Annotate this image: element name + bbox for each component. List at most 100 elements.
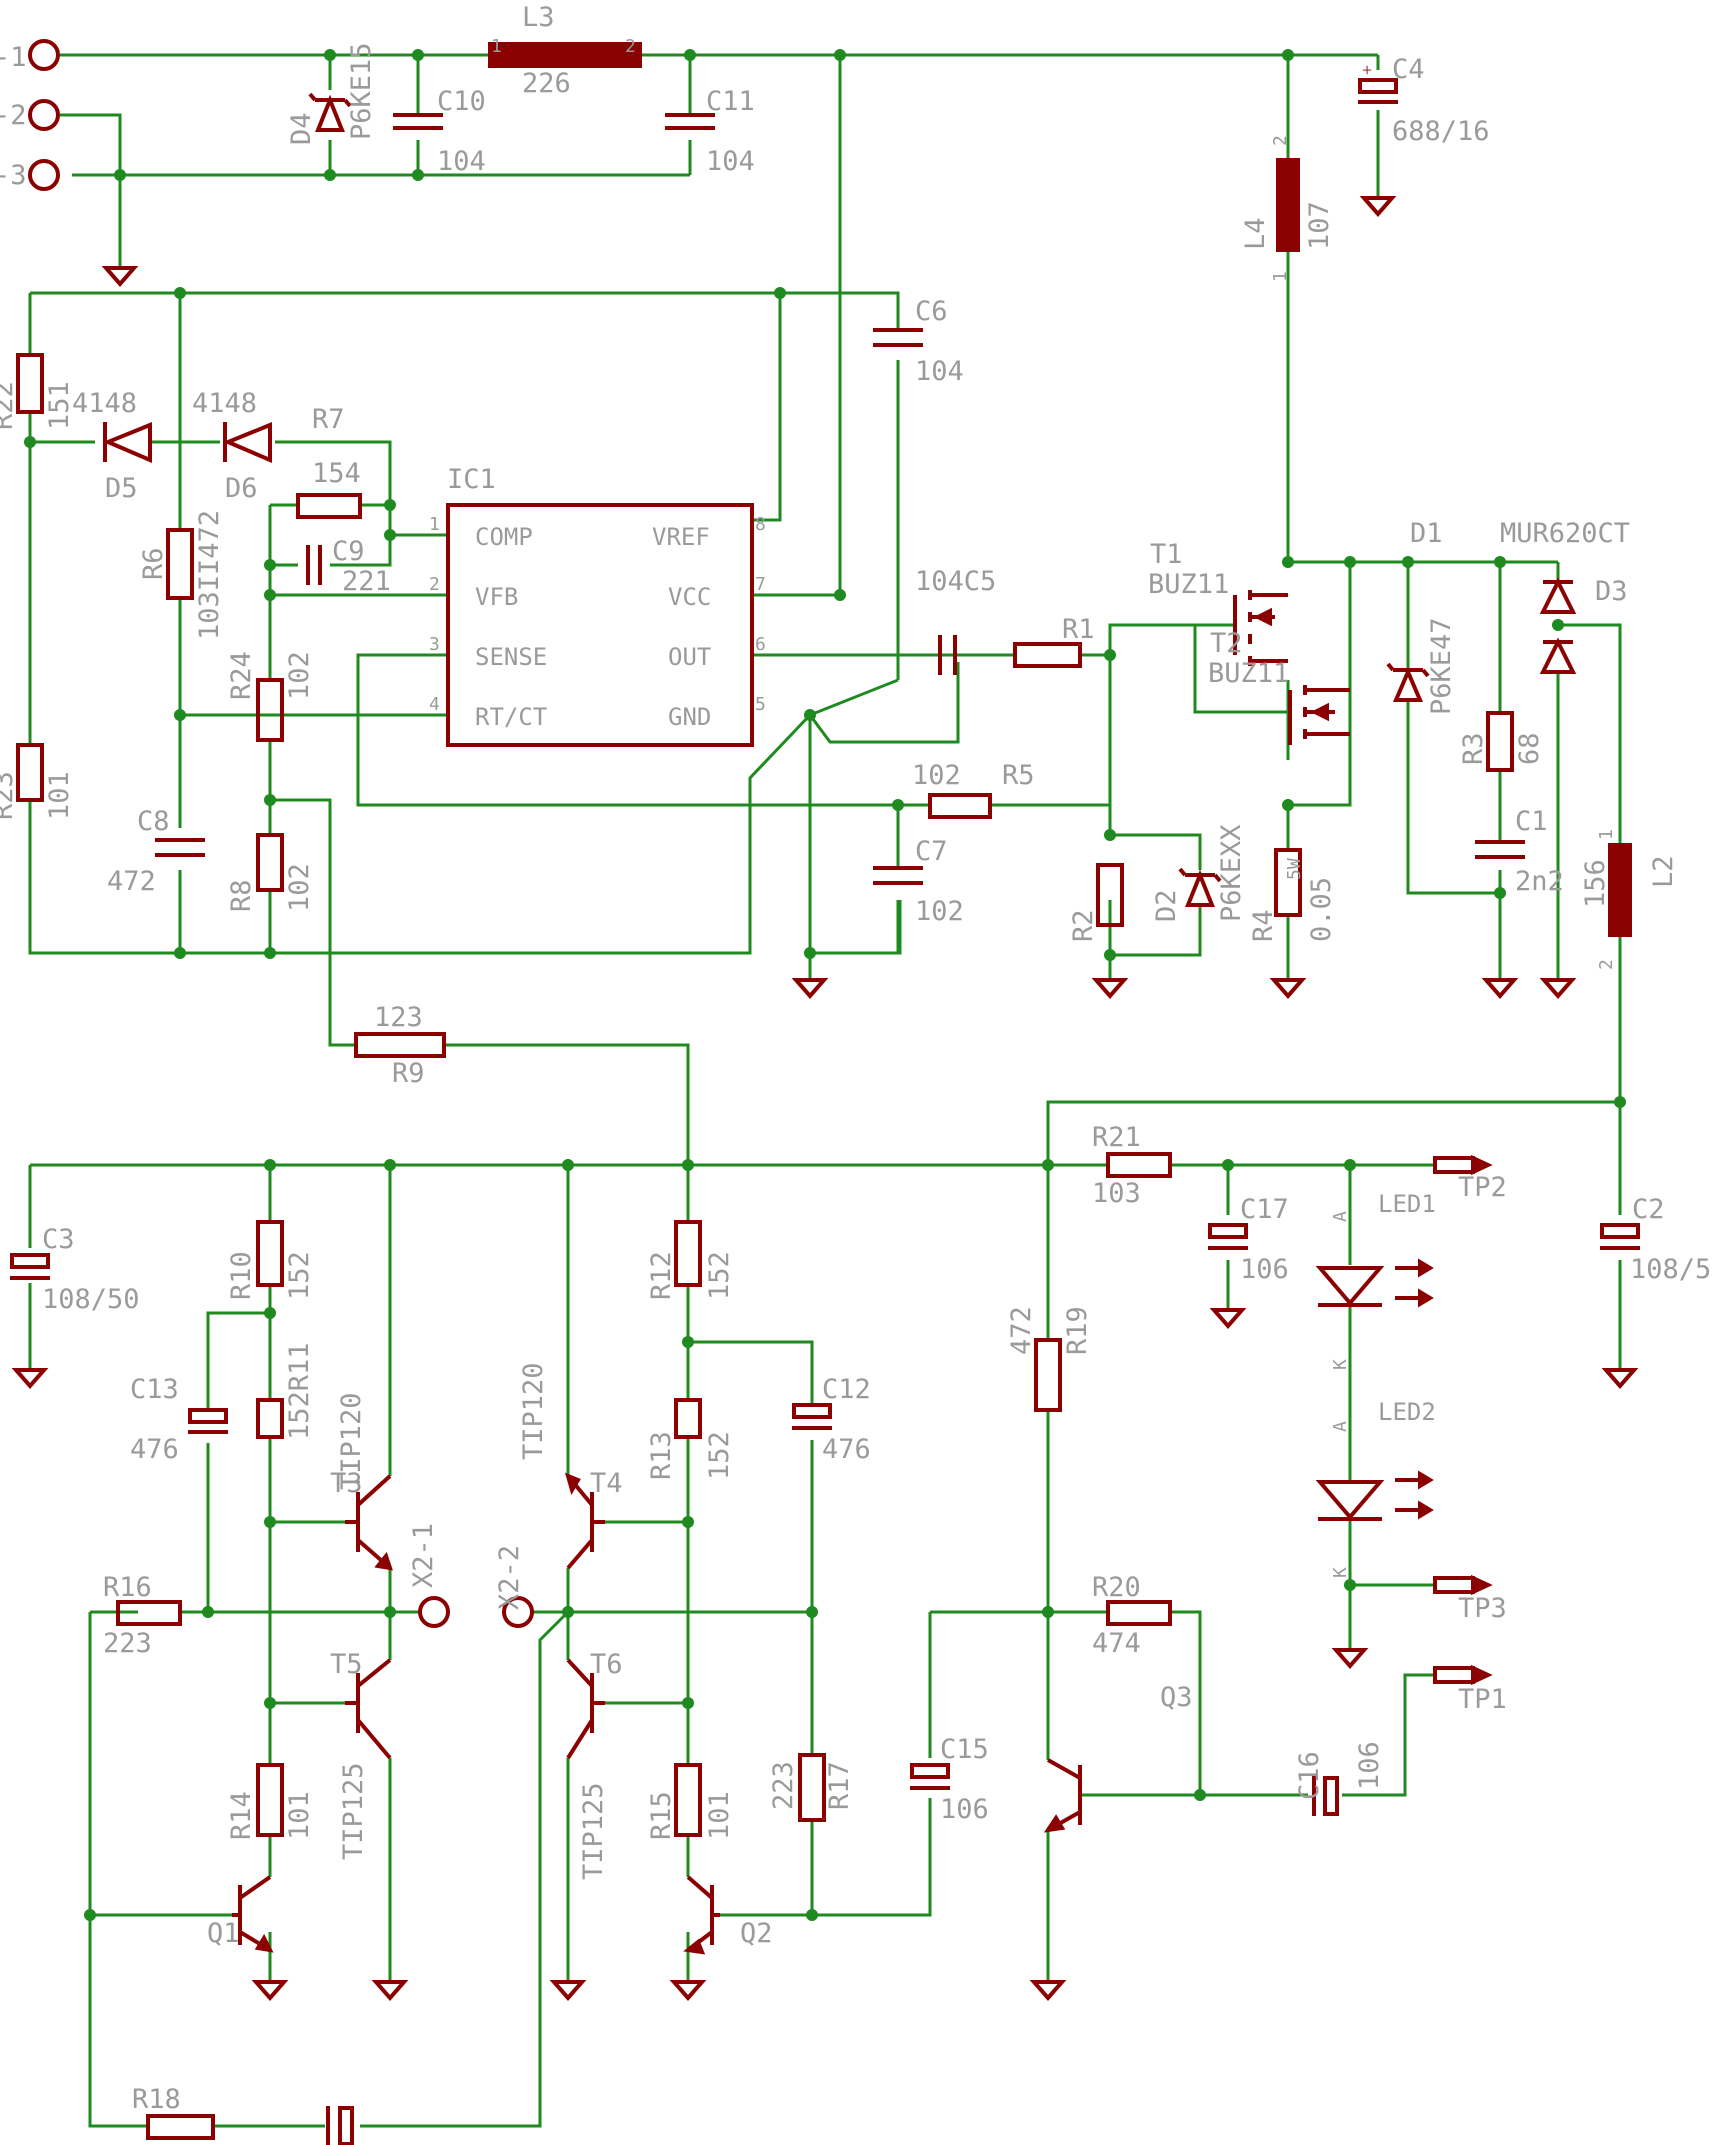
ground-symbol [1029,1980,1067,2002]
schematic-label: R4 [1248,909,1279,942]
schematic-label: 3 [429,634,440,655]
test-point-tp3 [1433,1574,1493,1596]
schematic-label: 4 [429,694,440,715]
resistor-r14 [256,1763,284,1837]
transistor-t6 [566,1658,605,1760]
svg-text:+: + [1362,60,1372,80]
schematic-label: 152R11 [284,1342,315,1440]
resistor-r9 [354,1032,446,1058]
schematic-label: 4148 [192,388,257,419]
labels: -1-2-3L312226C10104C11104C4688/16C610441… [0,2,1711,2115]
resistor-r17 [798,1753,826,1822]
schematic-label: C17 [1240,1194,1289,1225]
schematic-label: 104 [915,356,964,387]
schematic-label: 156 [1580,859,1611,908]
schematic-label: 102 [284,651,315,700]
schematic-label: R1 [1062,614,1095,645]
resistor-r18 [146,2114,215,2140]
ground-symbol [669,1980,707,2002]
tvs-diode-d4 [308,92,352,132]
schematic-label: C2 [1632,1194,1665,1225]
schematic-label: 101 [704,1791,735,1840]
test-point-tp1 [1433,1664,1493,1686]
schematic-label: C4 [1392,54,1425,85]
schematic-label: D4 [286,112,317,145]
transistor-q1 [232,1875,274,1953]
led1 [1315,1258,1434,1308]
resistor-r24 [256,678,284,742]
schematic-label: P6KE47 [1426,617,1457,715]
schematic-label: 101 [44,771,75,820]
schematic-label: R5 [1002,760,1035,791]
transistor-t5 [345,1658,392,1760]
schematic-label: T5 [330,1649,363,1680]
schematic-label: 103 [1092,1178,1141,1209]
resistor-r4 [1274,848,1302,917]
schematic-label: LED2 [1378,1398,1436,1426]
schematic-label: 108/50 [42,1284,140,1315]
schematic-label: 1 [491,36,502,57]
schematic-label: 106 [1240,1254,1289,1285]
test-point-tp2 [1433,1154,1493,1176]
schematic-label: 152 [284,1251,315,1300]
schematic-label: X2-2 [494,1545,525,1610]
capacitor-c1 [1475,840,1525,859]
schematic-label: COMP [475,523,533,551]
schematic-label: R16 [103,1572,152,1603]
schematic-label: R23 [0,771,19,820]
ground-symbol [1269,978,1307,1000]
schematic-label: BUZ11 [1148,569,1229,600]
schematic-label: TP1 [1458,1684,1507,1715]
dual-diode-d3 [1539,577,1577,674]
schematic-label: 223 [768,1761,799,1810]
ground-symbol [1601,1368,1639,1390]
schematic-label: RT/CT [475,703,547,731]
ground-symbol [1539,978,1577,1000]
schematic-label: 472 [107,866,156,897]
ground-symbol [1209,1308,1247,1330]
schematic-label: R9 [392,1058,425,1089]
resistor-r22 [16,353,44,414]
schematic-label: VCC [668,583,711,611]
resistor-r11 [256,1398,284,1439]
schematic-label: D3 [1595,576,1628,607]
schematic-label: 472 [1006,1306,1037,1355]
capacitor-c8 [155,838,205,857]
resistor-r16 [116,1600,182,1626]
schematic-label: 0.05 [1306,877,1337,942]
schematic-label: 7 [755,574,766,595]
schematic-label: R20 [1092,1572,1141,1603]
schematic-label: -1 [0,42,27,73]
input-terminal-1 [28,39,60,71]
schematic-label: BUZ11 [1208,658,1289,689]
schematic-label: D2 [1151,889,1182,922]
tvs-diode-d2 [1178,867,1222,907]
schematic-label: -3 [0,160,27,191]
schematic-label: LED1 [1378,1190,1436,1218]
schematic-label: 152 [704,1431,735,1480]
schematic-label: R17 [824,1761,855,1810]
resistor-r12 [674,1220,702,1287]
schematic-label: 1 [429,514,440,535]
resistor-r13 [674,1398,702,1439]
schematic-label: TIP125 [338,1762,369,1860]
ground-symbol [1481,978,1519,1000]
schematic-label: P6KEXX [1216,824,1247,922]
schematic-label: D6 [225,473,258,504]
capacitor-c6 [873,328,923,347]
schematic-label: 102 [912,760,961,791]
schematic-label: 102 [284,863,315,912]
capacitor-c11 [665,113,715,130]
schematic-label: TP2 [1458,1172,1507,1203]
schematic-label: Q2 [740,1918,773,1949]
inductor-l2 [1608,843,1632,937]
schematic-label: 688/16 [1392,116,1490,147]
schematic-label: 226 [522,68,571,99]
transistor-t3 [345,1474,393,1571]
inductor-l4 [1276,158,1300,252]
schematic-label: 8 [755,514,766,535]
resistor-r2 [1096,863,1124,927]
schematic-label: A [1330,1421,1351,1432]
schematic-label: T6 [590,1649,623,1680]
capacitor-c2 [1600,1223,1640,1250]
